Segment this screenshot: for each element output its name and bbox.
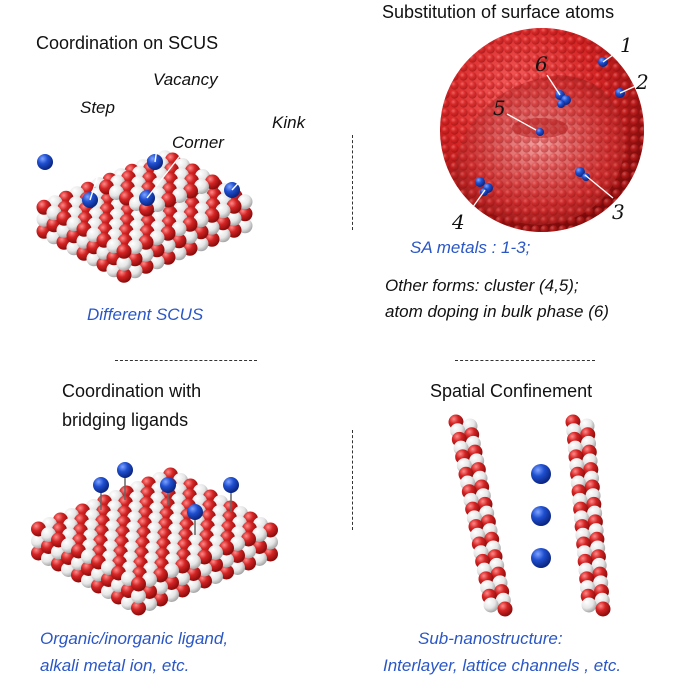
scus-caption: Different SCUS bbox=[87, 305, 204, 324]
ligand-metal-atom bbox=[223, 477, 239, 493]
scus-title: Coordination on SCUS bbox=[36, 33, 219, 53]
ligand-metal-atom bbox=[187, 504, 203, 520]
ligand-metal-atom bbox=[117, 462, 133, 478]
bridging-caption-line2: alkali metal ion, etc. bbox=[40, 656, 190, 675]
substitution-title: Substitution of surface atoms bbox=[382, 2, 615, 22]
confined-atoms bbox=[531, 464, 551, 568]
confinement-caption-line1: Sub-nanostructure: bbox=[418, 629, 563, 648]
confined-metal-atom bbox=[531, 464, 551, 484]
substitution-caption-sa: SA metals : 1-3; bbox=[410, 238, 531, 257]
bridging-caption-line1: Organic/inorganic ligand, bbox=[40, 629, 229, 648]
left-column bbox=[448, 414, 513, 617]
site-number-1: 1 bbox=[620, 33, 633, 57]
site-number-5: 5 bbox=[493, 96, 506, 120]
corner-label: Corner bbox=[172, 133, 224, 152]
substituted-metal-atom bbox=[575, 167, 585, 177]
confinement-caption-line2: Interlayer, lattice channels , etc. bbox=[383, 656, 622, 675]
bridging-ligands bbox=[93, 462, 239, 535]
confined-metal-atom bbox=[531, 548, 551, 568]
red-atom bbox=[116, 243, 132, 259]
red-atom bbox=[131, 600, 146, 616]
column-atom bbox=[595, 601, 611, 617]
scus-pointer-lines bbox=[89, 91, 288, 201]
red-atom bbox=[131, 576, 146, 592]
adsorbed-metal-atom bbox=[37, 154, 53, 170]
site-number-2: 2 bbox=[636, 70, 649, 94]
bridging-title-line1: Coordination with bbox=[62, 381, 202, 401]
right-column bbox=[565, 414, 611, 617]
sphere-pointer-lines bbox=[464, 49, 639, 219]
substitution-caption-cluster: Other forms: cluster (4,5); bbox=[385, 276, 579, 295]
bridging-slab bbox=[31, 467, 278, 616]
white-atom bbox=[131, 588, 146, 604]
column-atom bbox=[497, 601, 513, 617]
horizontal-divider-left bbox=[115, 360, 257, 361]
vertical-divider-top bbox=[352, 135, 353, 230]
red-atom bbox=[116, 267, 132, 283]
scus-slab bbox=[36, 150, 253, 283]
step-label: Step bbox=[80, 98, 115, 117]
horizontal-divider-right bbox=[455, 360, 595, 361]
bridging-title-line2: bridging ligands bbox=[62, 410, 189, 430]
column-atom bbox=[581, 597, 597, 613]
substituted-metal-atom bbox=[557, 100, 565, 108]
vertical-divider-bottom bbox=[352, 430, 353, 530]
column-atom bbox=[483, 597, 499, 613]
kink-label: Kink bbox=[272, 113, 306, 132]
substituted-metal-atom bbox=[582, 173, 590, 181]
ligand-metal-atom bbox=[93, 477, 109, 493]
confinement-title: Spatial Confinement bbox=[430, 381, 593, 401]
substituted-metal-atom bbox=[536, 128, 544, 136]
site-number-4: 4 bbox=[452, 210, 465, 234]
confined-metal-atom bbox=[531, 506, 551, 526]
site-number-6: 6 bbox=[535, 52, 548, 76]
substitution-caption-doping: atom doping in bulk phase (6) bbox=[385, 302, 609, 321]
substituted-metal-atom bbox=[475, 177, 485, 187]
sphere-blue-atoms bbox=[475, 57, 625, 196]
ligand-metal-atom bbox=[160, 477, 176, 493]
vacancy-label: Vacancy bbox=[153, 70, 218, 89]
site-number-3: 3 bbox=[612, 200, 625, 224]
white-atom bbox=[116, 255, 132, 271]
